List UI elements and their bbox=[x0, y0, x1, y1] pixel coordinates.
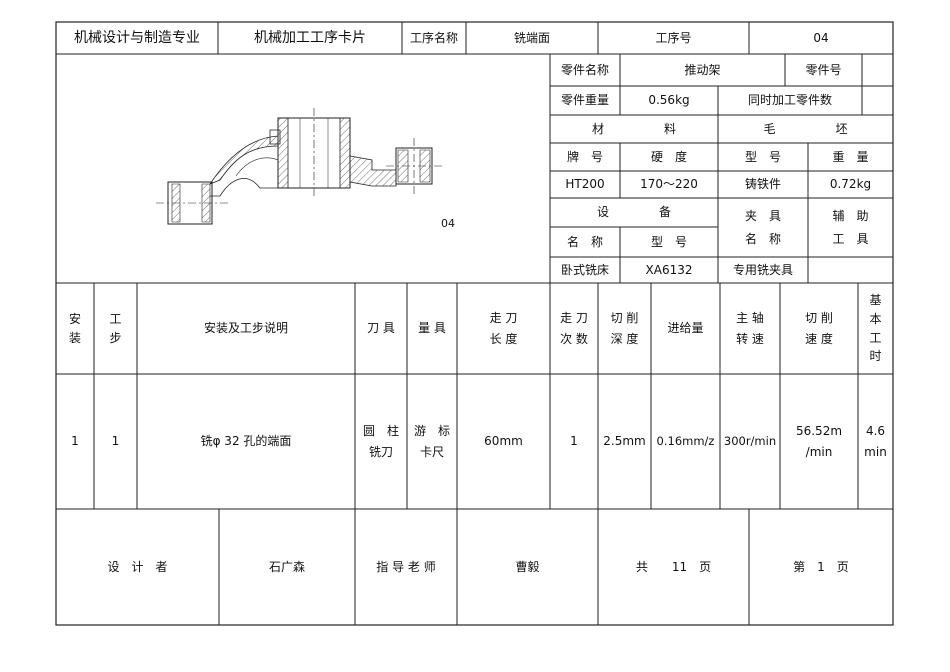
part-no-value bbox=[862, 54, 893, 86]
equipment-name-value: 卧式铣床 bbox=[560, 262, 609, 277]
equipment-name-label: 名 称 bbox=[566, 234, 603, 249]
equipment-model-value: XA6132 bbox=[645, 262, 693, 277]
col-description: 安装及工步说明 bbox=[203, 321, 288, 336]
blank-type-label: 型 号 bbox=[744, 149, 781, 164]
equipment-header: 设 备 bbox=[550, 198, 718, 227]
col-basic-time: 基 本 工 时 bbox=[869, 293, 882, 364]
cell-basic-time: 4.6 min bbox=[864, 424, 887, 459]
col-passes: 走 刀 次 数 bbox=[560, 311, 588, 346]
blank-header: 毛 坯 bbox=[718, 115, 893, 143]
op-no-value: 04 bbox=[813, 30, 829, 45]
fixture-label: 夹 具 名 称 bbox=[744, 208, 781, 246]
brand-value: HT200 bbox=[565, 177, 605, 192]
material-label-b: 料 bbox=[664, 121, 677, 136]
col-feed-length: 走 刀 长 度 bbox=[489, 311, 518, 346]
cell-tool: 圆 柱 铣刀 bbox=[362, 424, 399, 459]
blank-type-value: 铸铁件 bbox=[744, 177, 781, 192]
hardness-value: 170～220 bbox=[640, 177, 698, 192]
blank-mass-value: 0.72kg bbox=[829, 177, 872, 192]
equipment-label-a: 设 bbox=[596, 205, 609, 220]
part-weight-value: 0.56kg bbox=[648, 93, 690, 108]
cell-description: 铣φ 32 孔的端面 bbox=[200, 434, 292, 449]
op-no-label: 工序号 bbox=[655, 30, 692, 45]
hardness-label: 硬 度 bbox=[650, 149, 687, 164]
part-weight-label: 零件重量 bbox=[560, 93, 609, 108]
part-name-value: 推动架 bbox=[684, 62, 721, 77]
brand-label: 牌 号 bbox=[566, 149, 603, 164]
advisor-label: 指 导 老 师 bbox=[376, 559, 436, 574]
col-gauge: 量 具 bbox=[418, 321, 446, 336]
designer-label: 设 计 者 bbox=[107, 559, 168, 574]
advisor-value: 曹毅 bbox=[515, 559, 540, 574]
col-cut-depth: 切 削 深 度 bbox=[610, 311, 639, 346]
col-cut-speed: 切 削 速 度 bbox=[805, 311, 833, 346]
col-step: 工 步 bbox=[109, 311, 122, 345]
aux-tool-value bbox=[808, 257, 893, 283]
card-title: 机械加工工序卡片 bbox=[254, 29, 366, 46]
blank-label-b: 坯 bbox=[835, 121, 848, 136]
col-feed-rate: 进给量 bbox=[667, 321, 704, 336]
part-drawing bbox=[150, 100, 450, 240]
op-name-label: 工序名称 bbox=[409, 30, 458, 45]
part-no-label: 零件号 bbox=[805, 62, 842, 77]
cell-install: 1 bbox=[71, 434, 79, 449]
material-header: 材 料 bbox=[550, 115, 718, 143]
fixture-value: 专用铣夹具 bbox=[732, 262, 793, 277]
page-number: 第 1 页 bbox=[793, 559, 849, 574]
col-tool: 刀 具 bbox=[367, 321, 395, 336]
blank-mass-label: 重 量 bbox=[832, 149, 869, 164]
major-title: 机械设计与制造专业 bbox=[74, 29, 200, 46]
equipment-model-label: 型 号 bbox=[650, 234, 687, 249]
col-spindle-speed: 主 轴 转 速 bbox=[736, 311, 764, 346]
total-pages: 共 11 页 bbox=[635, 559, 712, 574]
drawing-label: 04 bbox=[441, 216, 455, 230]
cell-passes: 1 bbox=[570, 434, 578, 449]
material-label-a: 材 bbox=[591, 121, 604, 136]
equipment-label-b: 备 bbox=[659, 205, 672, 220]
part-name-label: 零件名称 bbox=[560, 62, 609, 77]
simul-label: 同时加工零件数 bbox=[747, 93, 832, 108]
col-install: 安 装 bbox=[68, 311, 81, 345]
designer-value: 石广森 bbox=[268, 559, 305, 574]
aux-tool-label: 辅 助 工 具 bbox=[832, 208, 869, 246]
cell-cut-speed: 56.52m /min bbox=[795, 424, 843, 459]
op-name-value: 铣端面 bbox=[513, 30, 550, 45]
cell-spindle-speed: 300r/min bbox=[723, 433, 777, 448]
cell-cut-depth: 2.5mm bbox=[603, 434, 646, 449]
cell-gauge: 游 标 卡尺 bbox=[413, 424, 450, 459]
cell-feed-rate: 0.16mm/z bbox=[656, 433, 715, 448]
cell-step: 1 bbox=[111, 434, 120, 449]
cell-feed-length: 60mm bbox=[484, 434, 523, 449]
simul-value bbox=[862, 86, 893, 115]
blank-label-a: 毛 bbox=[763, 121, 776, 136]
